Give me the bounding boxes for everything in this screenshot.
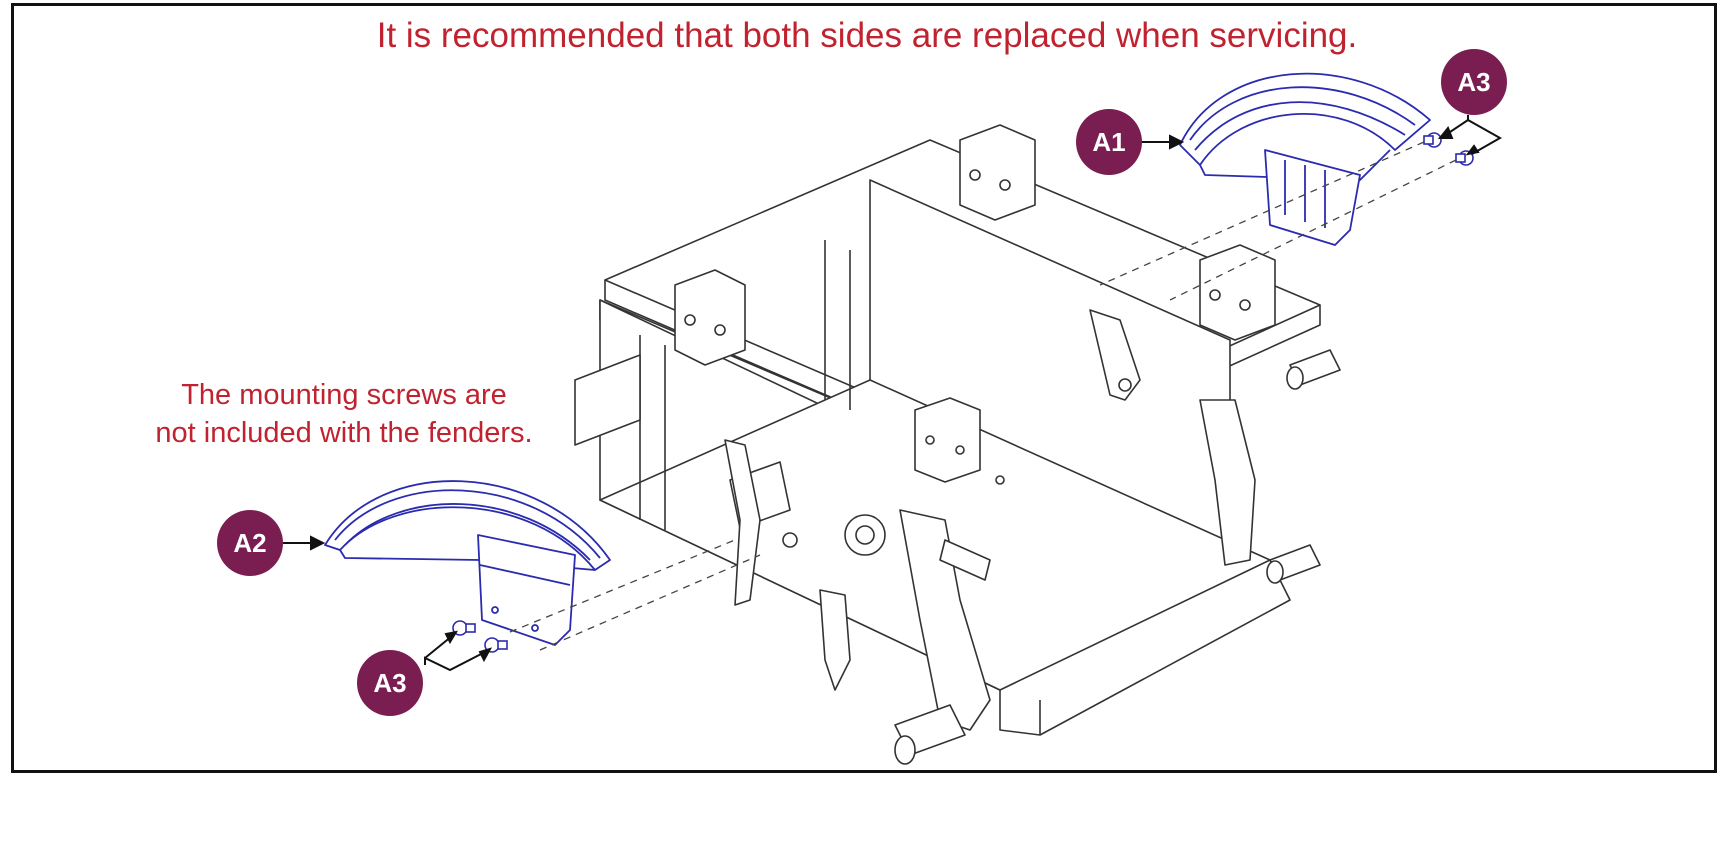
main-swing-arm — [899, 509, 991, 731]
diagram-frame: It is recommended that both sides are re… — [11, 3, 1717, 773]
front-suspension-arm — [724, 439, 761, 606]
callout-a3-top: A3 — [1441, 49, 1507, 115]
left-end-plate — [574, 354, 641, 446]
chassis-frame — [574, 124, 1341, 765]
fender-a1 — [1179, 72, 1431, 246]
rear-left-bracket — [959, 124, 1036, 221]
leader-lines — [283, 115, 1503, 672]
alignment-lines — [509, 141, 1457, 651]
callout-a2: A2 — [217, 510, 283, 576]
pivot-hub — [844, 514, 886, 556]
fender-a1-mount-plate — [1264, 149, 1361, 246]
rear-axle-lower — [1266, 544, 1321, 584]
fender-a2 — [324, 480, 611, 646]
rear-right-bracket — [1199, 244, 1276, 341]
rear-swing-arm — [1199, 399, 1256, 566]
mounting-screws-note-line-1: The mounting screws are — [181, 379, 507, 411]
fender-a2-mount-plate — [477, 534, 576, 646]
mounting-screws-note: The mounting screws are not included wit… — [124, 376, 564, 452]
screws-a3-top — [1423, 132, 1474, 166]
rear-axle-upper — [1286, 349, 1341, 390]
service-recommendation-note: It is recommended that both sides are re… — [376, 16, 1358, 55]
callout-a1: A1 — [1076, 109, 1142, 175]
callout-a3-bottom: A3 — [357, 650, 423, 716]
front-left-bracket — [674, 269, 746, 366]
lower-axle — [894, 704, 966, 765]
callout-a3-bottom-label: A3 — [373, 667, 407, 698]
callout-a3-top-label: A3 — [1457, 66, 1491, 97]
callout-a2-label: A2 — [233, 527, 267, 558]
center-bracket — [914, 397, 981, 483]
callout-a1-label: A1 — [1092, 126, 1126, 157]
mounting-screws-note-line-2: not included with the fenders. — [155, 417, 533, 449]
